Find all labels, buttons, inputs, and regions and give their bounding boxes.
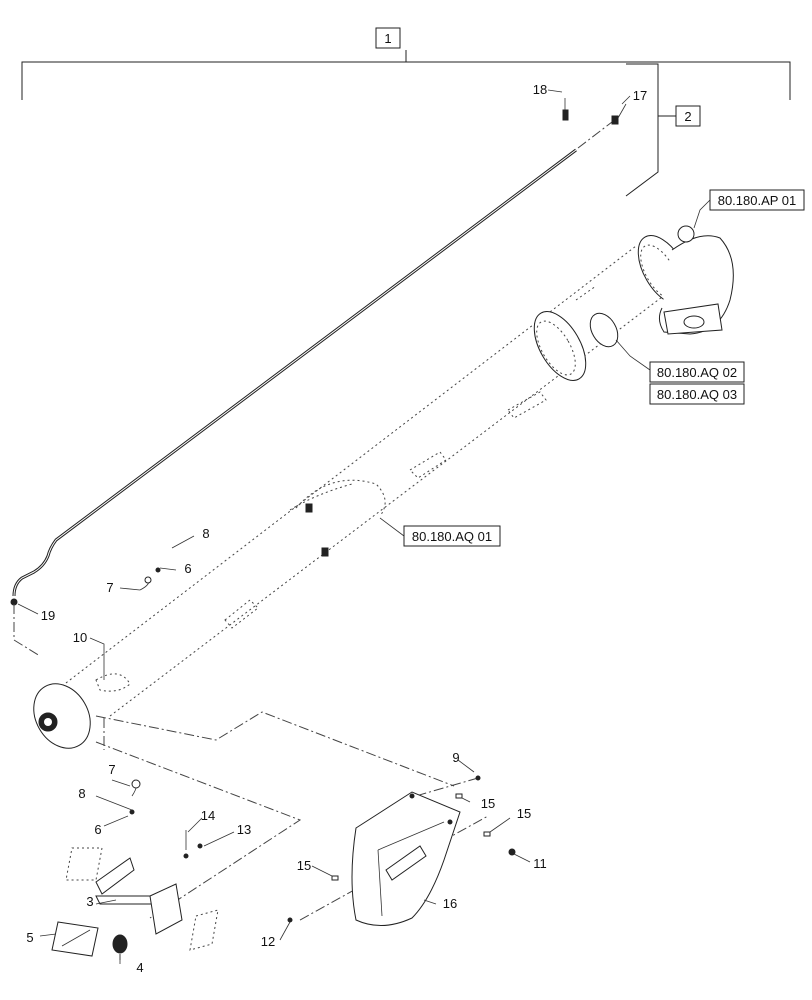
reference-aq02-label: 80.180.AQ 02 [657,365,737,380]
item-label-17: 17 [633,88,647,103]
callout-box-1[interactable]: 1 [375,27,401,49]
reference-box-80-180-aq-02[interactable]: 80.180.AQ 02 [649,361,745,383]
grease-fittings-upper [139,567,161,591]
reference-box-80-180-ap-01[interactable]: 80.180.AP 01 [709,189,805,211]
item-label-4: 4 [136,960,143,975]
item-label-9: 9 [452,750,459,765]
head-housing [658,225,734,335]
item-label-11: 11 [533,856,547,871]
assembly-bracket-2 [625,63,676,197]
item-label-14: 14 [201,808,215,823]
spout-shield-16 [351,791,461,926]
item-label-8b: 8 [78,786,85,801]
item-label-15c: 15 [297,858,311,873]
flange-middle [533,311,619,381]
item-label-16: 16 [443,896,457,911]
hardware-9-11-12-15 [287,775,516,923]
explode-lines [13,604,489,921]
auger-tube-outline [61,245,667,717]
item-label-6b: 6 [94,822,101,837]
item-label-6a: 6 [184,561,191,576]
band-clamp [289,483,353,557]
reference-box-80-180-aq-01[interactable]: 80.180.AQ 01 [403,525,501,547]
callout-2-label: 2 [684,109,691,124]
grease-fittings-lower [129,779,141,815]
item-label-19: 19 [41,608,55,623]
mount-bracket-3 [95,857,183,935]
item-label-18: 18 [533,82,547,97]
item-label-3: 3 [86,894,93,909]
item-label-5: 5 [26,930,33,945]
reference-box-80-180-aq-03[interactable]: 80.180.AQ 03 [649,383,745,405]
fitting-17 [611,115,619,125]
reference-aq03-label: 80.180.AQ 03 [657,387,737,402]
item-label-7a: 7 [106,580,113,595]
item-label-12: 12 [261,934,275,949]
leader-lines [17,89,715,964]
item-label-13: 13 [237,822,251,837]
bolts-13-14 [183,830,203,859]
item-label-8a: 8 [202,526,209,541]
reference-aq01-label: 80.180.AQ 01 [412,529,492,544]
callout-1-label: 1 [384,31,391,46]
grease-tube [10,98,627,606]
reference-ap01-label: 80.180.AP 01 [718,193,797,208]
callout-box-2[interactable]: 2 [675,105,701,127]
decal-left [65,847,103,881]
item-label-15b: 15 [517,806,531,821]
item-label-7b: 7 [108,762,115,777]
assembly-bracket-1 [21,50,791,100]
plate-5 [51,921,99,957]
fitting-18 [562,109,569,121]
item-label-15a: 15 [481,796,495,811]
decal-right [189,909,219,951]
lower-end-cap [33,683,91,749]
item-label-10: 10 [73,630,87,645]
